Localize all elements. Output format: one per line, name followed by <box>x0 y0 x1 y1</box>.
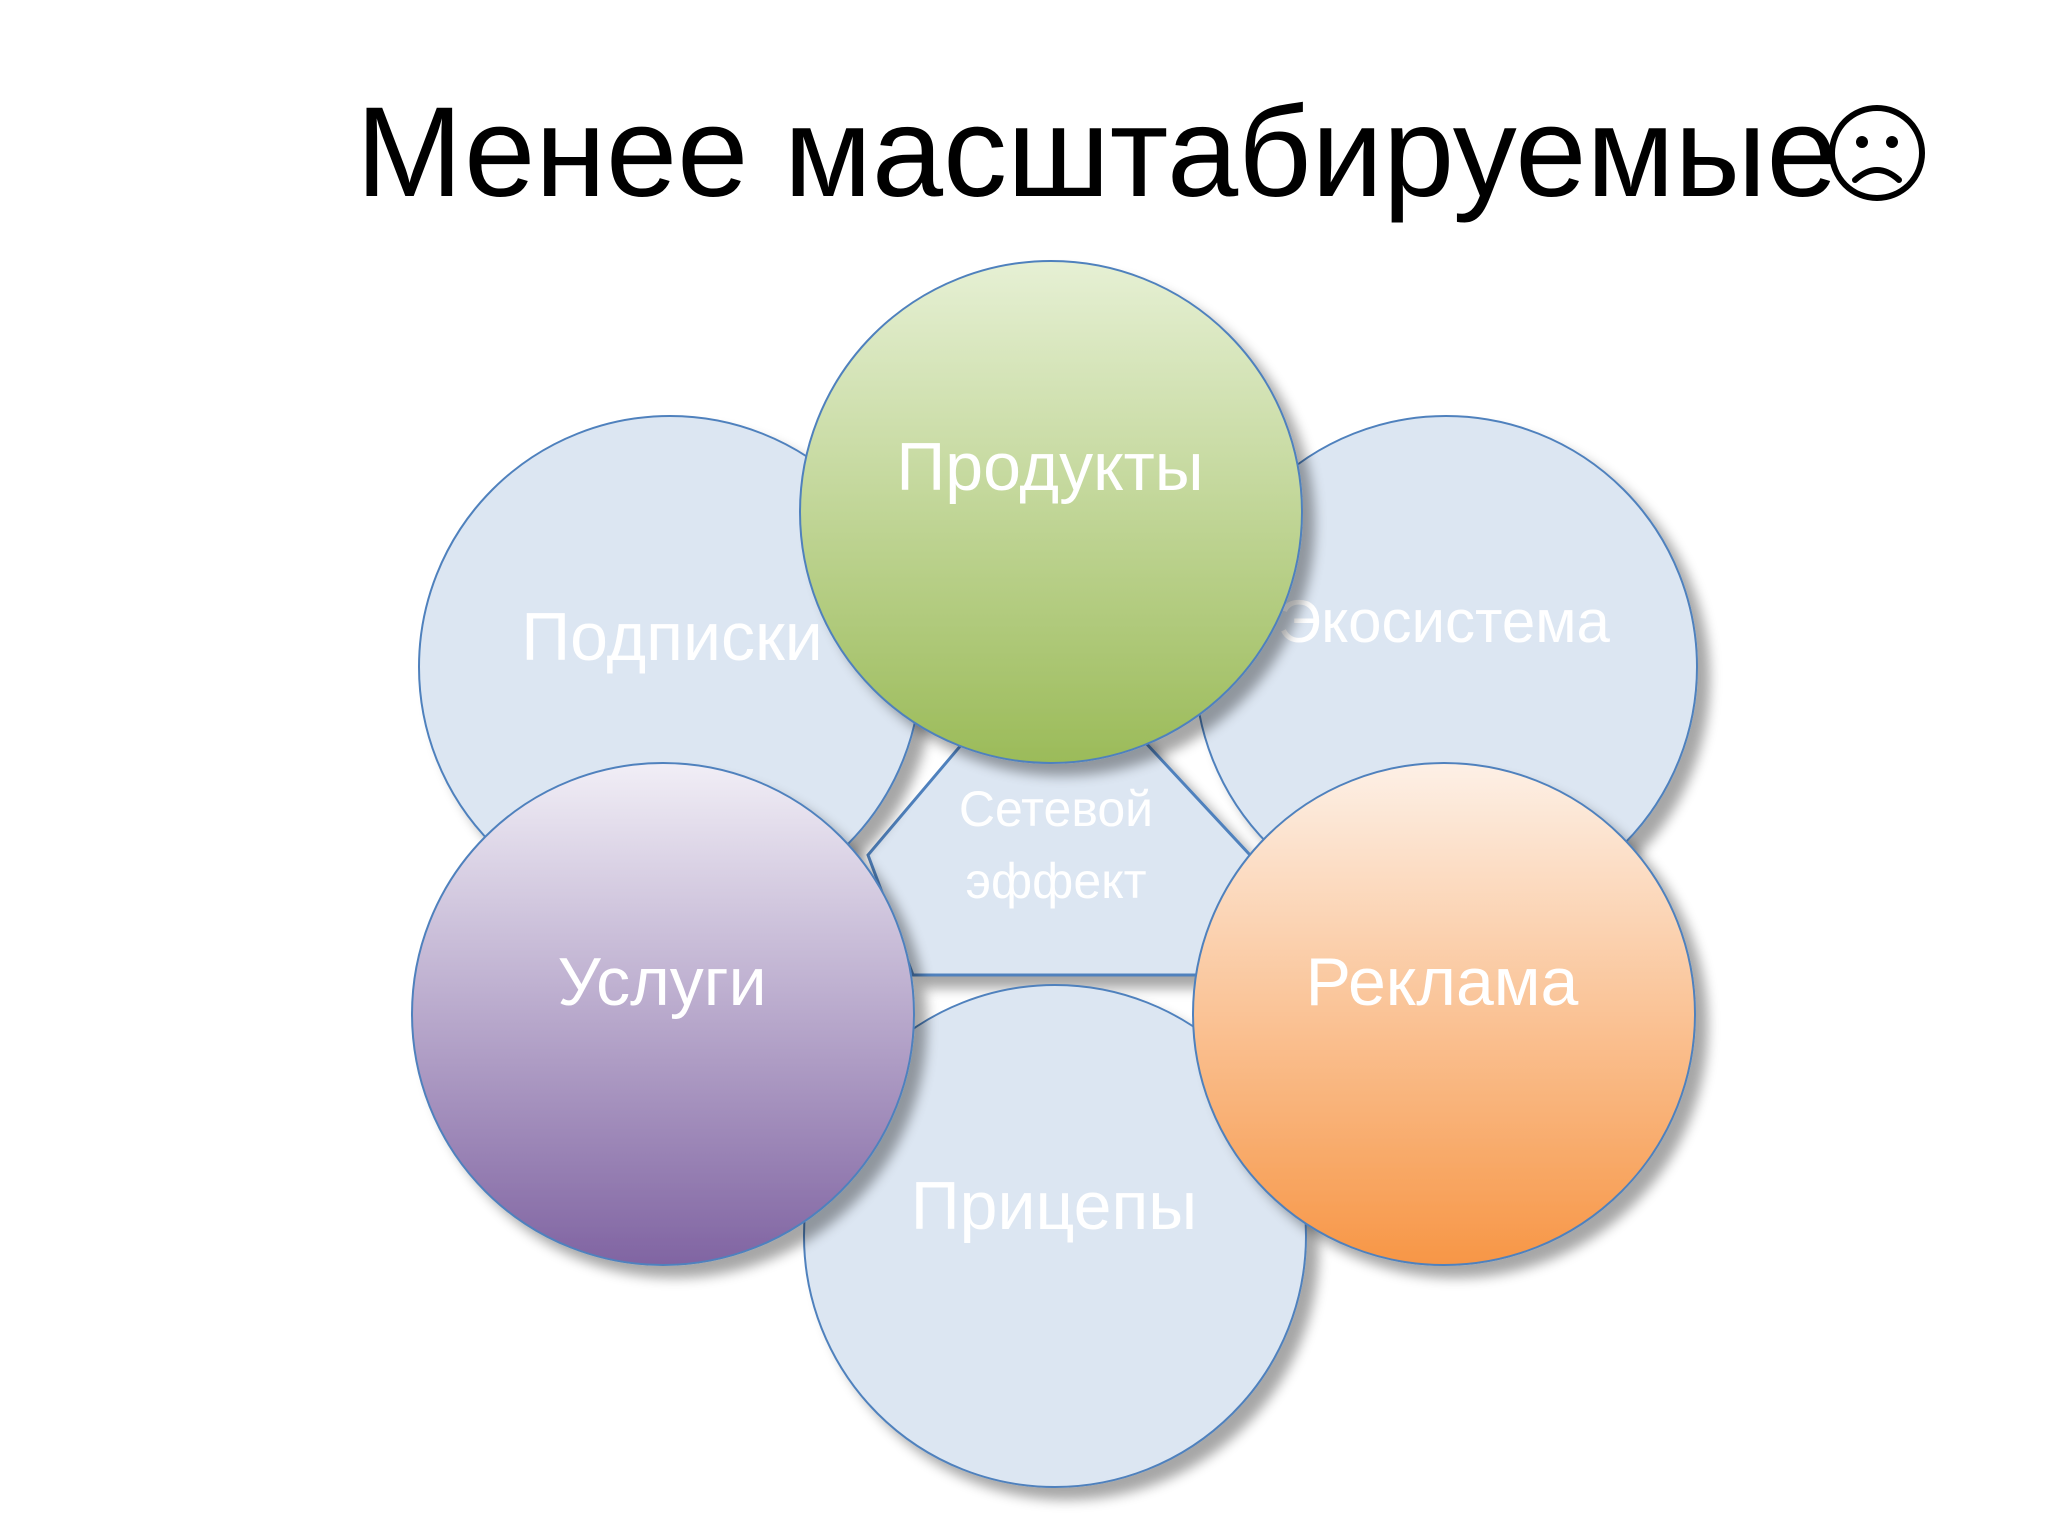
circle-services <box>411 762 915 1266</box>
circle-ecosystem-label: Экосистема <box>1278 588 1610 655</box>
circle-services-label: Услуги <box>557 944 766 1020</box>
circle-trailers-label: Прицепы <box>911 1168 1197 1244</box>
slide-title: Менее масштабируемые <box>356 81 1838 224</box>
circle-advertising <box>1192 762 1696 1266</box>
circle-advertising-label: Реклама <box>1306 944 1579 1020</box>
circle-subscriptions-label: Подписки <box>521 599 822 675</box>
center-pentagon <box>866 637 1252 977</box>
circle-products <box>799 260 1303 764</box>
sad-face-icon <box>1829 105 1925 201</box>
circle-trailers <box>803 984 1307 1488</box>
center-label-line1: Сетевой <box>959 781 1153 837</box>
circle-products-label: Продукты <box>896 429 1203 505</box>
center-label-line2: эффект <box>966 853 1147 909</box>
